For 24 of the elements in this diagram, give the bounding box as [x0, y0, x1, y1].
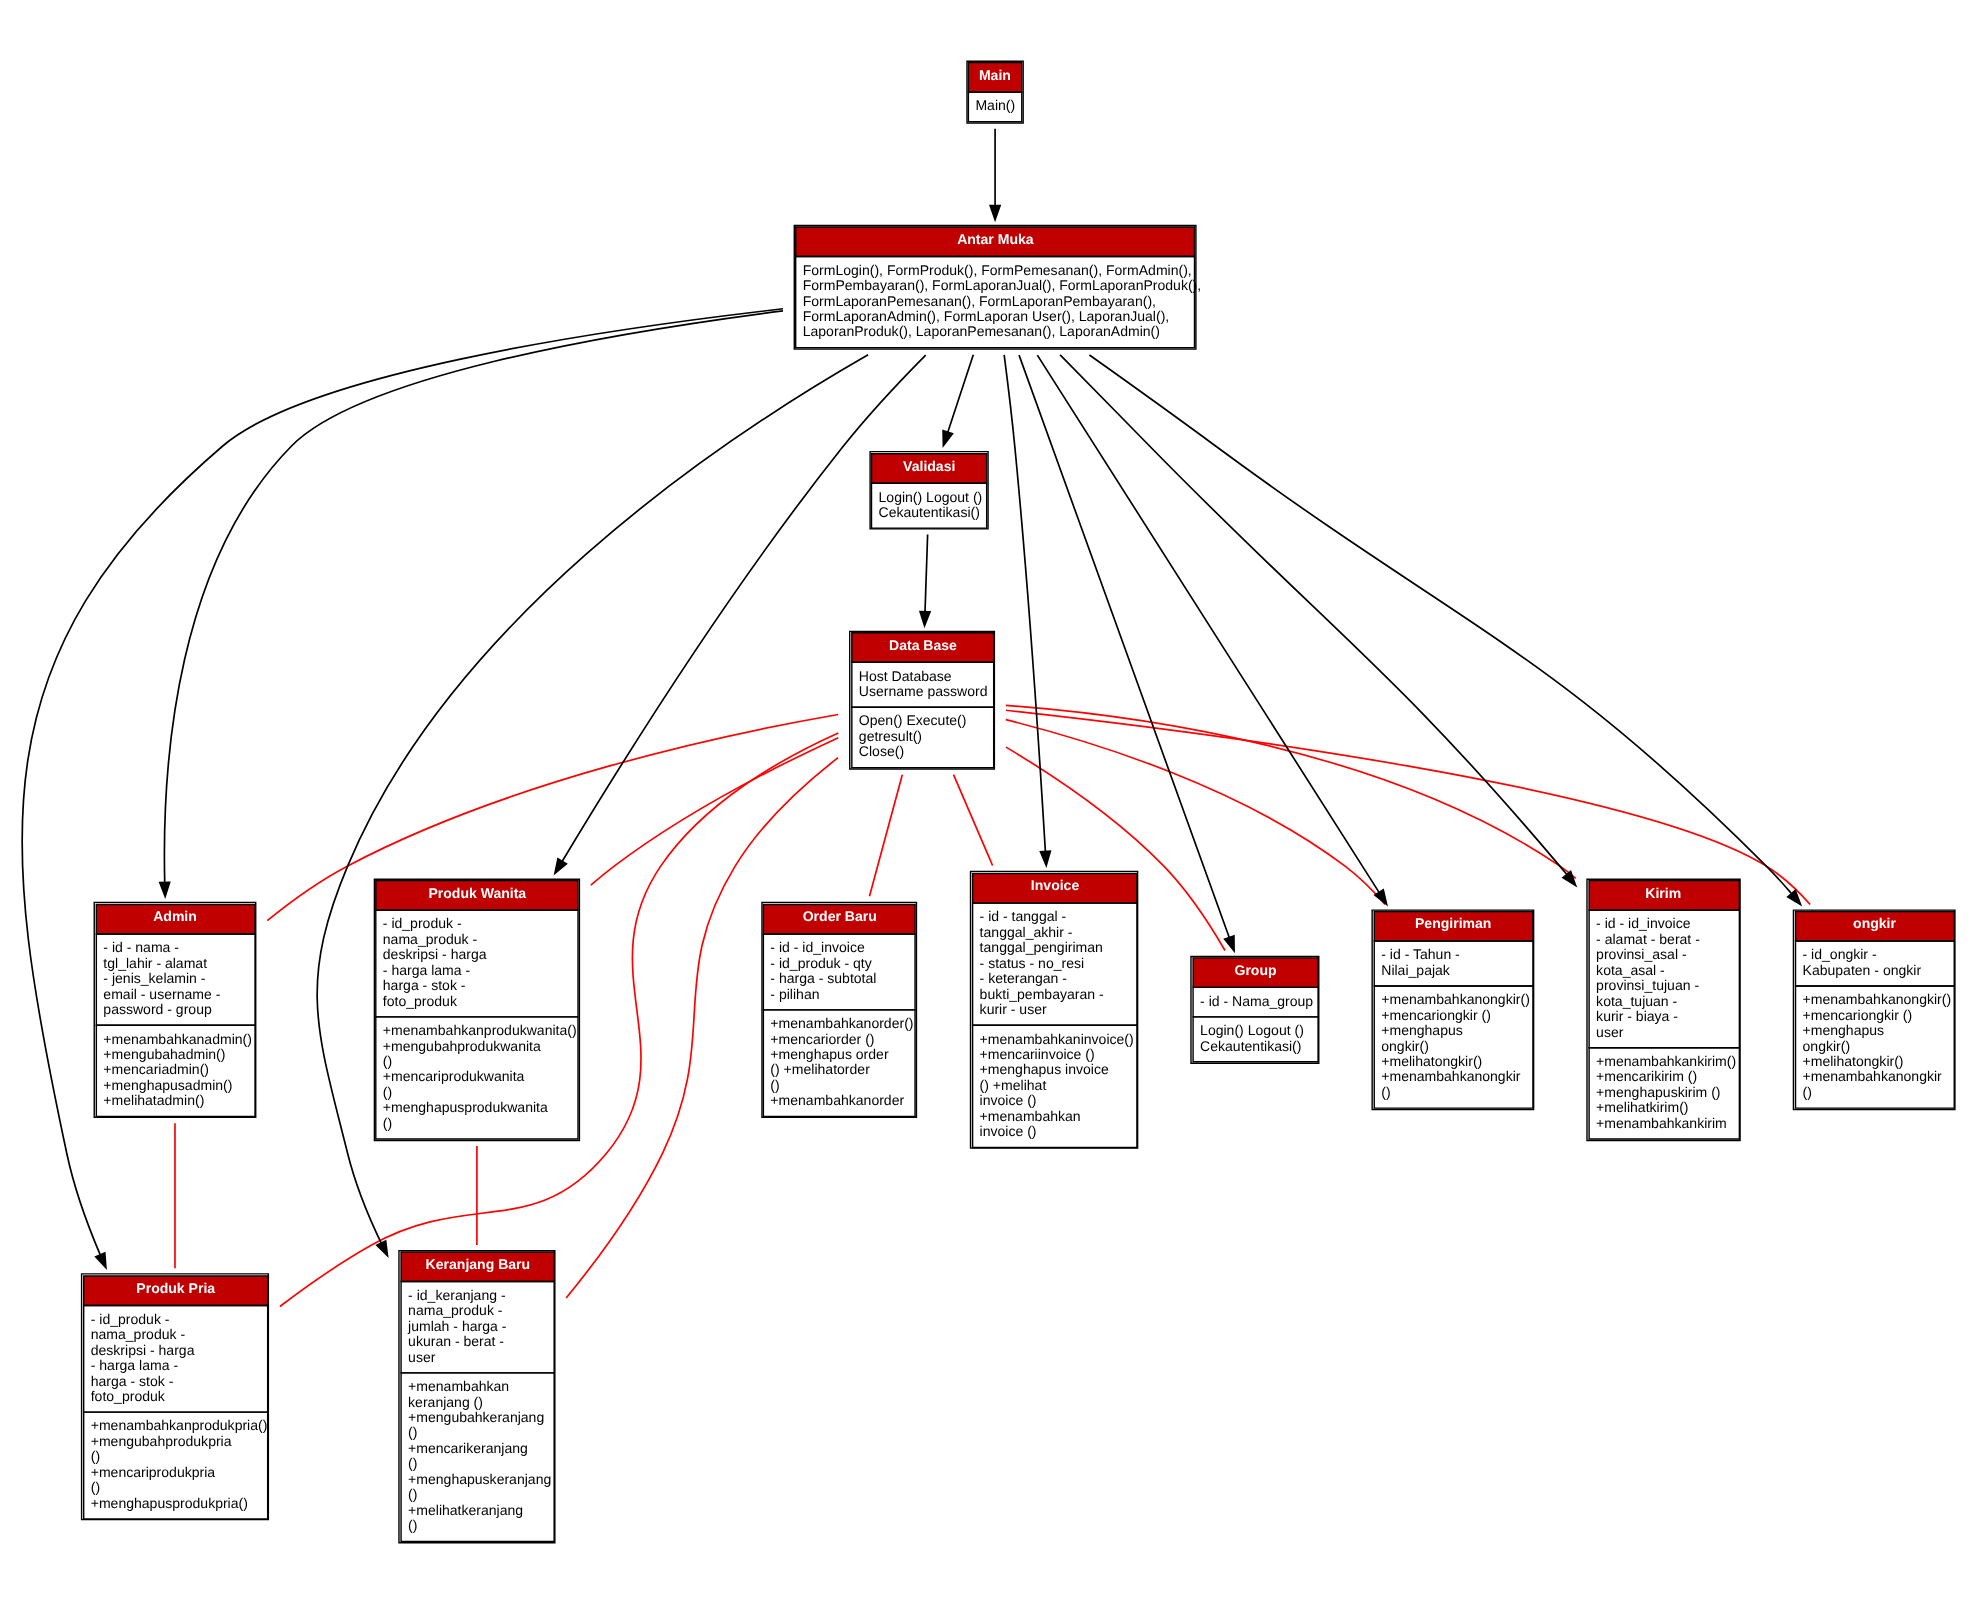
- arrow: [158, 308, 784, 899]
- connector: [1004, 703, 1577, 879]
- connector: [1005, 745, 1226, 951]
- connector: [1005, 708, 1811, 905]
- connector: [279, 731, 840, 1307]
- arrow: [316, 353, 869, 1257]
- arrow: [1036, 353, 1388, 906]
- arrow: [1088, 353, 1803, 906]
- arrow: [918, 532, 932, 628]
- connector: [868, 772, 904, 897]
- arrow: [1059, 353, 1578, 887]
- connector: [1005, 717, 1386, 905]
- arrow: [942, 352, 975, 447]
- arrow: [553, 353, 927, 875]
- arrow: [1018, 353, 1235, 953]
- connector: [565, 755, 839, 1298]
- arrow: [21, 306, 784, 1270]
- arrow: [988, 126, 1002, 222]
- connector: [952, 772, 994, 866]
- connector: [590, 735, 840, 885]
- arrow: [1003, 353, 1052, 868]
- connector: [476, 1144, 478, 1245]
- connector: [266, 712, 839, 921]
- connector: [174, 1121, 176, 1269]
